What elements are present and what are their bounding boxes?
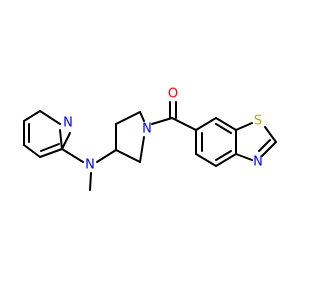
bond: [61, 132, 71, 150]
bond: [264, 126, 277, 143]
bond: [23, 144, 41, 158]
bond: [215, 153, 237, 167]
sulfur-atom: S: [254, 114, 262, 129]
bond: [215, 117, 237, 131]
bond: [40, 143, 60, 152]
bond: [195, 153, 217, 167]
piperidine-nitrogen-atom: N: [142, 122, 152, 137]
bond: [171, 117, 197, 131]
bond: [195, 117, 217, 131]
bond: [151, 117, 173, 125]
bond: [96, 149, 117, 163]
bond: [23, 110, 41, 122]
bond: [215, 150, 232, 161]
bond: [235, 122, 253, 131]
bond: [115, 111, 141, 125]
bond: [61, 148, 84, 163]
pyridine-nitrogen-atom: N: [63, 116, 73, 131]
bond: [258, 139, 271, 152]
bond: [215, 123, 232, 134]
bond: [89, 172, 92, 191]
bond: [139, 136, 145, 163]
molecule-diagram: O N N N S N: [23, 87, 277, 191]
amine-nitrogen-atom: N: [85, 158, 95, 173]
bond: [115, 149, 141, 163]
atom-labels: O N N N S N: [63, 87, 263, 173]
bond: [39, 110, 61, 125]
bond: [59, 129, 63, 150]
bond: [139, 111, 145, 122]
bond: [261, 141, 277, 157]
bond: [39, 148, 63, 158]
bond: [235, 153, 253, 161]
oxygen-atom: O: [168, 87, 178, 102]
thiazole-nitrogen-atom: N: [253, 155, 263, 170]
bonds: [23, 101, 277, 191]
